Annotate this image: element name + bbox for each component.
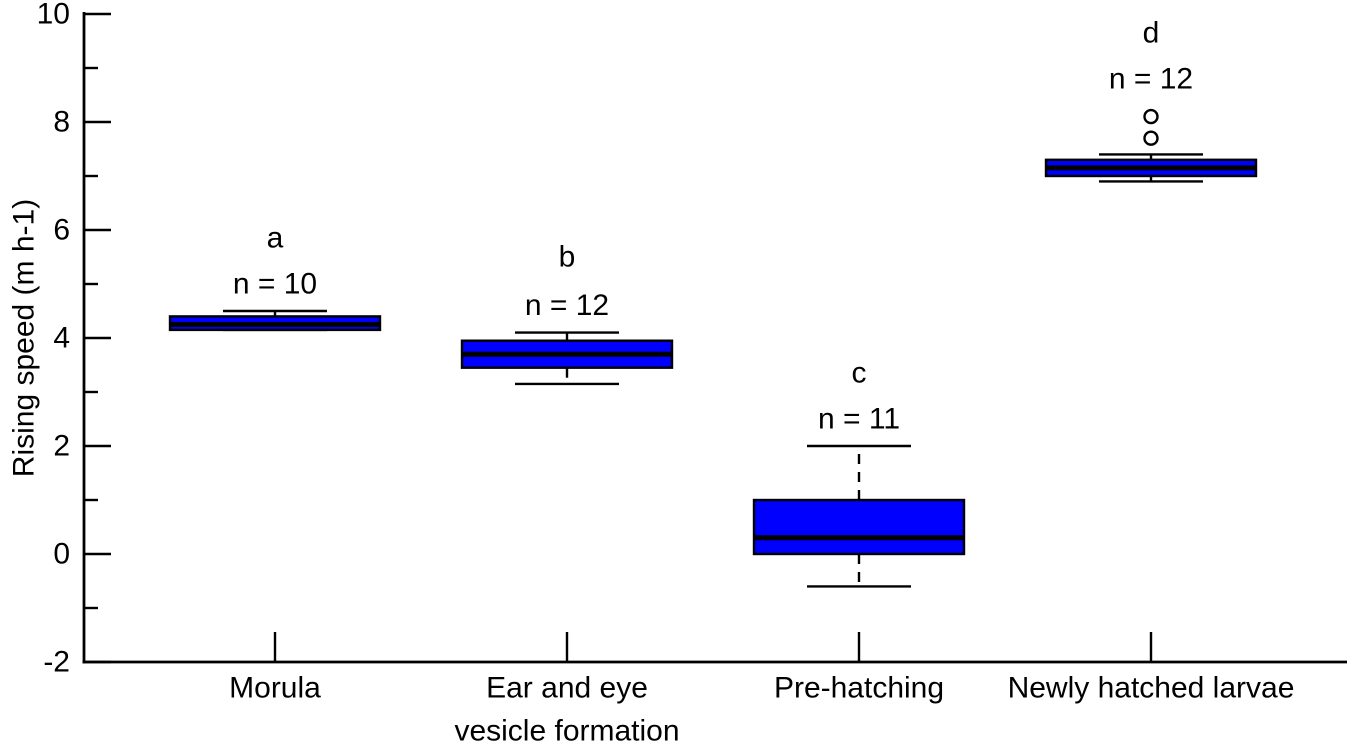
significance-letter: c <box>852 357 867 390</box>
y-tick-label: 8 <box>53 106 70 139</box>
y-tick-label: 10 <box>37 0 70 31</box>
y-tick-label: 4 <box>53 322 70 355</box>
outlier-point <box>1143 130 1159 146</box>
x-category-label: Newly hatched larvae <box>1008 672 1295 705</box>
y-tick-label: 0 <box>53 538 70 571</box>
significance-letter: a <box>267 222 284 255</box>
sample-size-label: n = 10 <box>233 268 317 301</box>
y-axis-title: Rising speed (m h-1) <box>8 199 41 477</box>
sample-size-label: n = 12 <box>1109 62 1193 95</box>
box-iqr <box>752 498 966 556</box>
x-category-label: Pre-hatching <box>774 672 944 705</box>
x-category-label: Ear and eye <box>486 672 648 705</box>
x-category-label: Morula <box>229 672 321 705</box>
y-tick-label: 6 <box>53 214 70 247</box>
significance-letter: b <box>559 241 576 274</box>
sample-size-label: n = 11 <box>818 403 900 436</box>
outlier-point <box>1143 108 1159 125</box>
y-tick-label: -2 <box>43 646 70 679</box>
sample-size-label: n = 12 <box>525 289 609 322</box>
y-tick-label: 2 <box>53 430 70 463</box>
significance-letter: d <box>1143 16 1160 49</box>
x-category-label: vesicle formation <box>454 715 679 748</box>
